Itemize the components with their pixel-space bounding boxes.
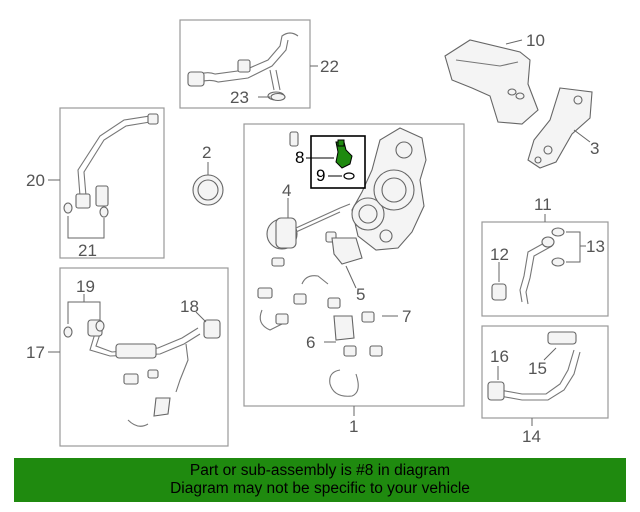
pipe-17-illustration: [63, 319, 221, 427]
group-box-14: [481, 325, 609, 419]
gasket-13b: [551, 257, 565, 267]
leader-5: [345, 265, 357, 289]
leader-10: [505, 39, 523, 45]
leader-3: [573, 129, 591, 143]
callout-5: 5: [356, 285, 365, 304]
callout-9: 9: [316, 166, 325, 185]
turbocharger-1: [351, 127, 427, 251]
callout-12: 12: [490, 245, 509, 264]
bracket-3: [527, 87, 593, 169]
callout-6: 6: [306, 333, 315, 352]
pipe-20-illustration: [63, 113, 159, 218]
group-box-17: [59, 267, 229, 447]
info-banner: Part or sub-assembly is #8 in diagram Di…: [14, 458, 626, 502]
callout-7: 7: [402, 307, 411, 326]
heat-shield-10: [444, 39, 539, 125]
callout-4: 4: [282, 181, 291, 200]
leader-18: [195, 311, 207, 323]
group-box-22: [179, 19, 311, 109]
callout-22: 22: [320, 57, 339, 76]
banner-line-1: Part or sub-assembly is #8 in diagram: [189, 462, 451, 479]
callout-8: 8: [295, 148, 304, 167]
leader-13: [566, 231, 586, 263]
gasket-13a: [551, 227, 565, 237]
callout-16: 16: [490, 347, 509, 366]
callout-3: 3: [590, 139, 599, 158]
callout-15: 15: [528, 359, 547, 378]
callout-17: 17: [26, 343, 45, 362]
callout-10: 10: [526, 31, 545, 50]
callout-11: 11: [534, 195, 552, 214]
leader-15: [543, 347, 557, 361]
actuator-4: [266, 203, 351, 250]
pipe-12-illustration: [491, 236, 555, 305]
callout-19: 19: [76, 277, 95, 296]
callout-21: 21: [78, 241, 97, 260]
pipe-15-illustration: [487, 331, 581, 401]
callout-18: 18: [180, 297, 199, 316]
banner-line-2: Diagram may not be specific to your vehi…: [170, 480, 470, 497]
sensor-8: [335, 139, 353, 169]
group-box-20: [59, 107, 165, 259]
callout-1: 1: [349, 417, 358, 436]
leader-19: [67, 294, 101, 324]
callout-2: 2: [202, 143, 211, 162]
small-parts-1: [257, 131, 383, 397]
callout-20: 20: [26, 171, 45, 190]
leader-21: [67, 216, 105, 239]
callout-13: 13: [586, 237, 605, 256]
callout-14: 14: [522, 427, 541, 446]
callout-23: 23: [230, 88, 249, 107]
o-ring-23: [270, 92, 286, 102]
o-ring-9: [343, 172, 355, 180]
